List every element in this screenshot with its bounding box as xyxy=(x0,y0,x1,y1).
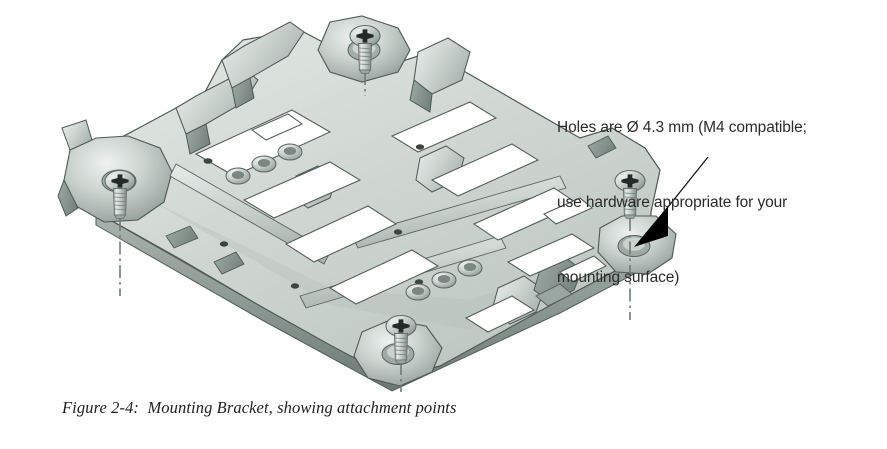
bracket-slots xyxy=(194,101,596,305)
callout-line-3: mounting surface) xyxy=(557,269,680,286)
embossed-bosses-lower xyxy=(405,259,483,301)
bracket-pilot-holes xyxy=(203,144,425,289)
bracket-lower-right-cutouts xyxy=(464,255,607,333)
callout-arrowhead xyxy=(634,206,668,247)
figure-caption: Figure 2-4: Mounting Bracket, showing at… xyxy=(62,398,457,417)
callout-leader-arrow xyxy=(634,156,709,247)
screw-centrelines xyxy=(119,72,631,392)
callout-note: Holes are Ø 4.3 mm (M4 compatible; use h… xyxy=(557,65,887,340)
bracket-body xyxy=(57,15,677,392)
bracket-shading-band xyxy=(150,200,600,330)
callout-line-2: use hardware appropriate for your xyxy=(557,194,788,211)
callout-line-1: Holes are Ø 4.3 mm (M4 compatible; xyxy=(557,119,807,136)
embossed-bosses-upper xyxy=(225,143,303,185)
